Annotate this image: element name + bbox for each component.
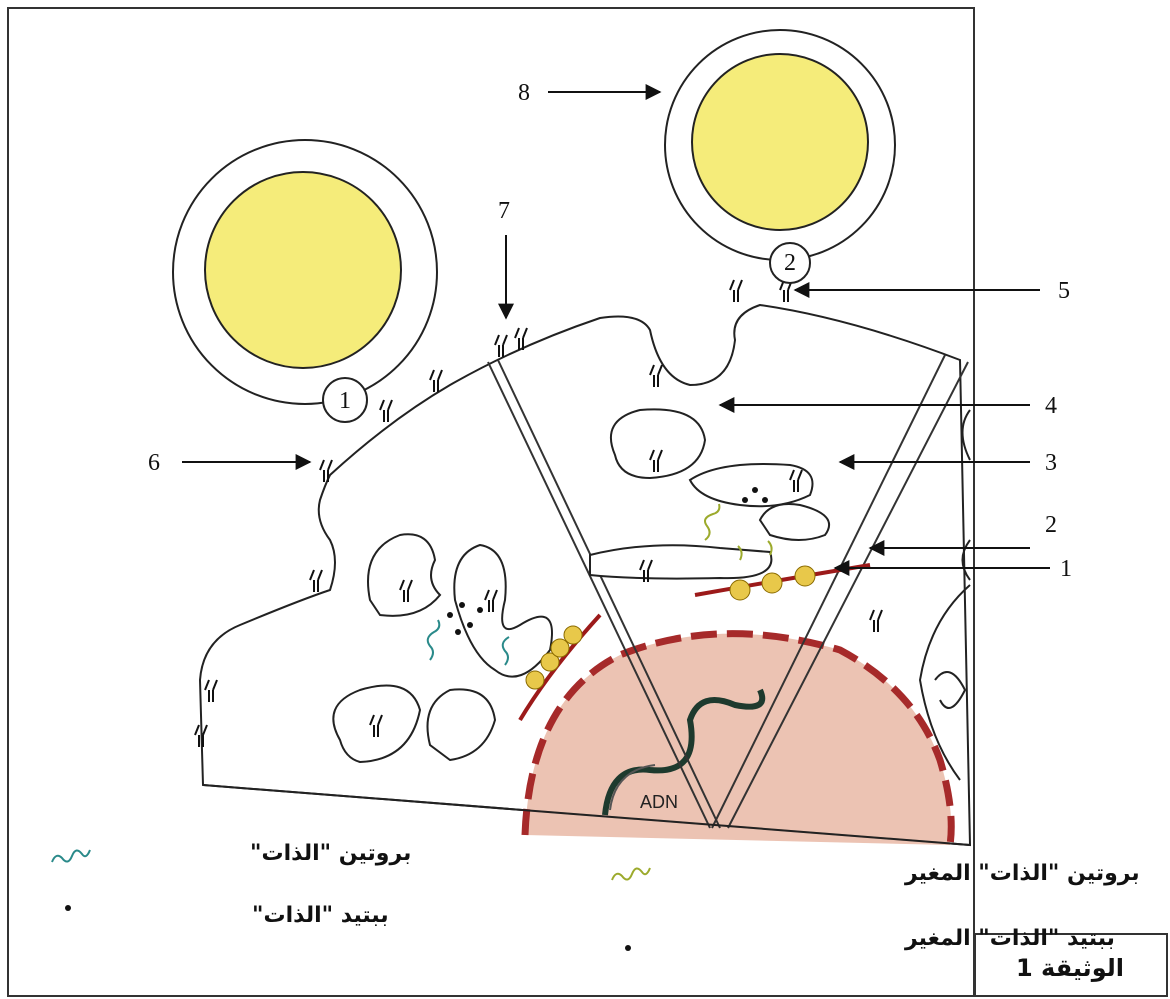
label-8: 8 — [518, 80, 530, 106]
legend-altered-peptide: ببتيد "الذات" المغير — [904, 926, 1115, 951]
label-5: 5 — [1058, 278, 1070, 304]
legend-altered-peptide-icon — [625, 945, 631, 951]
label-7: 7 — [498, 198, 510, 224]
label-6: 6 — [148, 450, 160, 476]
label-2: 2 — [1045, 512, 1057, 538]
legend-self-peptide: ببتيد "الذات" — [252, 903, 389, 928]
legend-altered-protein: بروتين "الذات" المغير — [904, 861, 1140, 886]
legend-self-protein: بروتين "الذات" — [250, 841, 411, 866]
svg-text:1: 1 — [339, 388, 351, 414]
label-4: 4 — [1045, 393, 1057, 419]
label-3: 3 — [1045, 450, 1057, 476]
caption-text: الوثيقة 1 — [1016, 954, 1124, 982]
svg-text:2: 2 — [784, 250, 796, 276]
adn-label: ADN — [640, 792, 678, 812]
label-1: 1 — [1060, 556, 1072, 582]
legend-self-peptide-icon — [65, 905, 71, 911]
